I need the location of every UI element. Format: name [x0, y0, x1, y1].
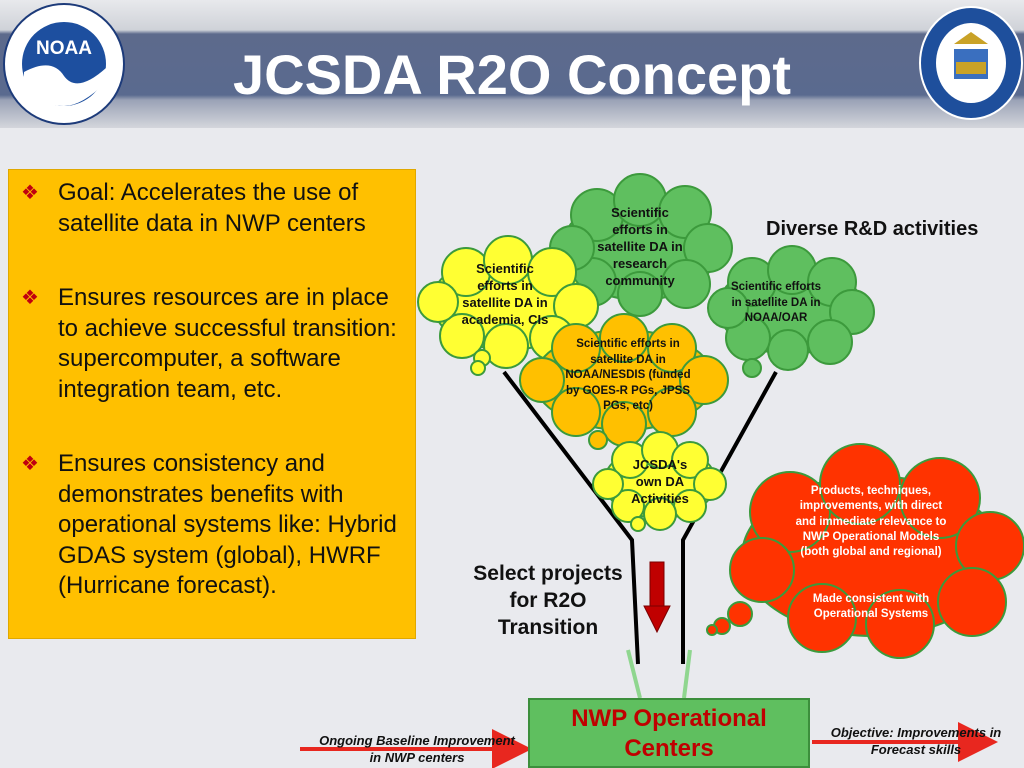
commerce-seal-logo	[919, 6, 1023, 120]
cloud-oar	[707, 245, 875, 378]
goals-panel: ❖ Goal: Accelerates the use of satellite…	[8, 169, 416, 639]
goal-bullet-text: Ensures consistency and demonstrates ben…	[58, 450, 397, 599]
cloud-jcsda-text: JCSDA's own DA Activities	[631, 457, 689, 506]
goal-bullet: ❖ Goal: Accelerates the use of satellite…	[21, 178, 405, 239]
goal-bullet-text: Goal: Accelerates the use of satellite d…	[58, 179, 366, 237]
select-arrow-body	[649, 561, 665, 609]
diamond-bullet-icon: ❖	[21, 182, 39, 204]
cloud-nesdis	[519, 313, 729, 450]
cloud-jcsda	[592, 431, 727, 532]
noaa-logo-text: NOAA	[36, 38, 92, 59]
cloud-products-note: Made consistent with Operational Systems	[812, 593, 930, 621]
cloud-research	[549, 173, 733, 317]
funnel-right-line	[681, 371, 778, 664]
cloud-products-text: Products, techniques, improvements, with…	[795, 485, 947, 559]
objective-note: Objective: Improvements in Forecast skil…	[830, 725, 1002, 757]
cloud-nesdis-text: Scientific efforts in satellite DA in NO…	[565, 338, 691, 412]
goal-bullet: ❖ Ensures consistency and demonstrates b…	[21, 449, 405, 602]
funnel-green-left	[626, 649, 642, 699]
cloud-academia-text: Scientific efforts in satellite DA in ac…	[461, 261, 549, 327]
header-banner	[0, 0, 1024, 128]
cloud-research-text: Scientific efforts in satellite DA in re…	[597, 205, 683, 288]
noaa-logo: NOAA	[3, 3, 125, 125]
select-projects-label: Select projects for R2O Transition	[473, 562, 623, 639]
goal-bullet: ❖ Ensures resources are in place to achi…	[21, 283, 405, 405]
page-title: JCSDA R2O Concept	[232, 43, 791, 106]
diverse-label: Diverse R&D activities	[766, 218, 979, 240]
baseline-note: Ongoing Baseline Improvement in NWP cent…	[319, 733, 515, 765]
goal-bullet-text: Ensures resources are in place to achiev…	[58, 284, 397, 403]
nwp-operational-centers-box: NWP Operational Centers	[528, 698, 810, 768]
select-arrow-head	[643, 605, 671, 634]
funnel-green-right	[682, 649, 692, 699]
funnel-left-line	[502, 370, 640, 665]
cloud-academia	[417, 235, 599, 376]
diamond-bullet-icon: ❖	[21, 287, 39, 309]
cloud-oar-text: Scientific efforts in satellite DA in NO…	[730, 281, 822, 324]
cloud-products	[706, 443, 1024, 659]
diamond-bullet-icon: ❖	[21, 453, 39, 475]
